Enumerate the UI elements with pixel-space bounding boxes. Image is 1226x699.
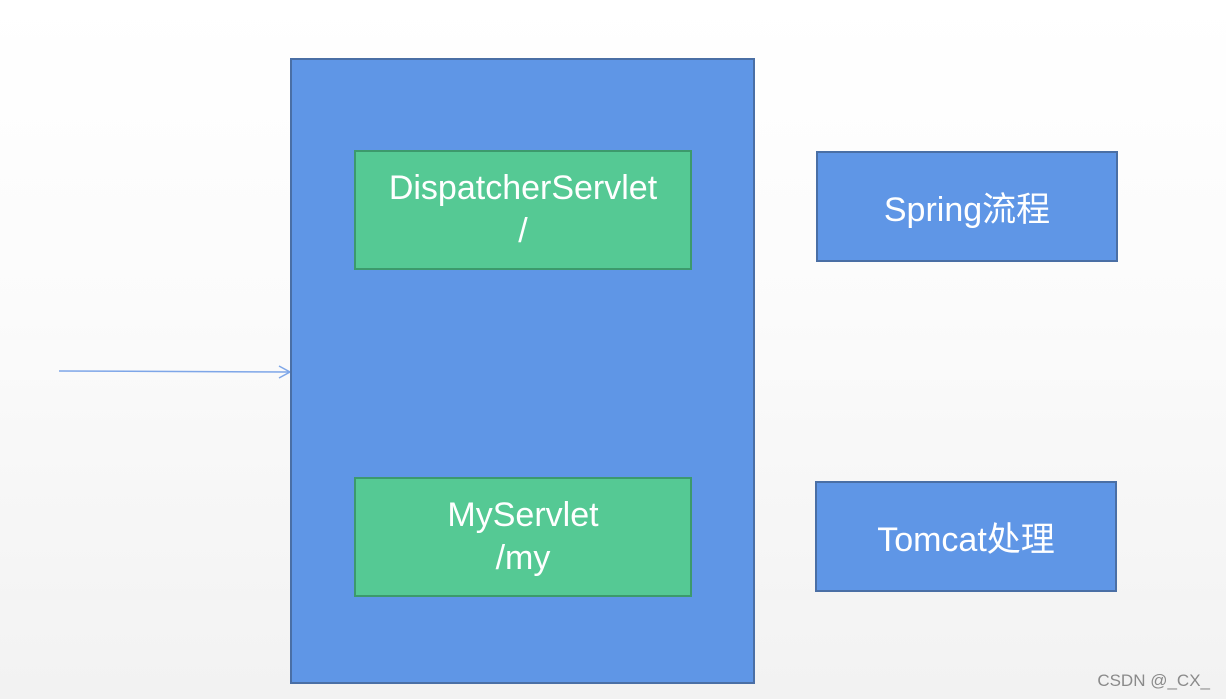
spring-flow-label: Spring流程 [883, 191, 1051, 229]
my-servlet-name: MyServlet [447, 496, 599, 534]
request-arrow-line [58, 370, 290, 373]
my-servlet-box: MyServlet /my [354, 477, 692, 597]
dispatcher-servlet-mapping: / [518, 212, 528, 250]
my-servlet-mapping: /my [495, 539, 551, 577]
tomcat-handling-box: Tomcat处理 [815, 481, 1117, 592]
spring-flow-box: Spring流程 [816, 151, 1118, 262]
request-arrow-head [278, 365, 292, 379]
dispatcher-servlet-box: DispatcherServlet / [354, 150, 692, 270]
csdn-watermark: CSDN @_CX_ [1097, 671, 1210, 690]
dispatcher-servlet-name: DispatcherServlet [388, 169, 658, 207]
tomcat-handling-label: Tomcat处理 [877, 521, 1055, 559]
